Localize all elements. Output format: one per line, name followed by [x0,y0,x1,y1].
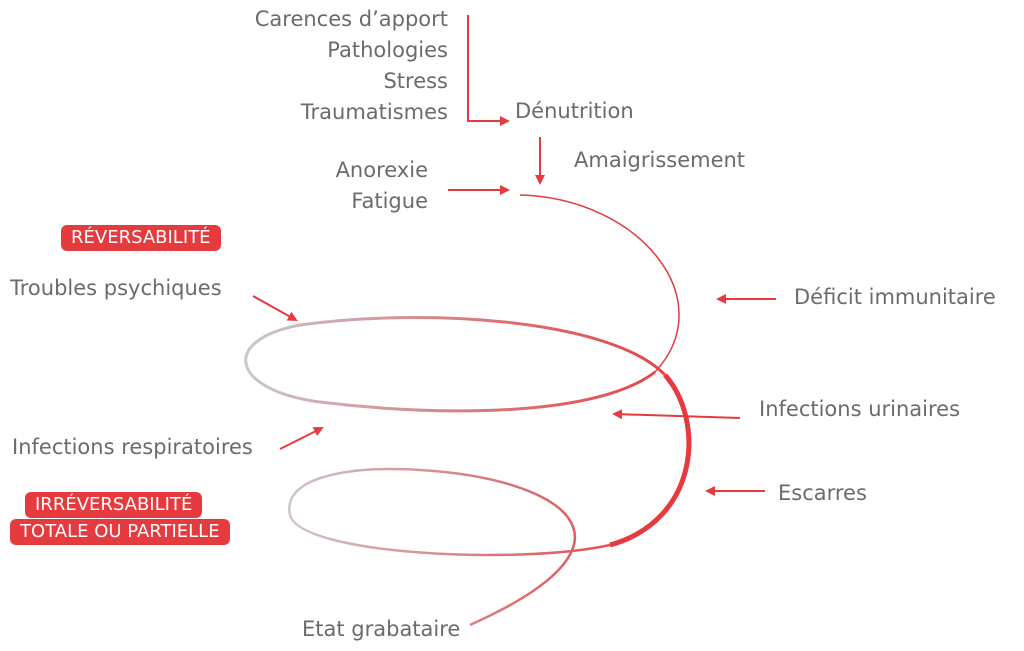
spiral-thick-right [609,373,692,548]
cause-traumatismes: Traumatismes [300,100,448,124]
infections-respiratoires-label: Infections respiratoires [12,435,253,459]
totale-partielle-badge: TOTALE OU PARTIELLE [10,519,230,545]
spiral-loop-2 [288,467,611,627]
respiratoires-arrow [279,427,324,450]
spiral-thin-top [519,194,680,373]
fatigue-label: Fatigue [351,189,428,213]
cause-stress: Stress [383,69,448,93]
etat-grabataire-label: Etat grabataire [302,617,461,641]
troubles-label: Troubles psychiques [10,276,222,300]
infections-urinaires-label: Infections urinaires [759,397,961,421]
troubles-arrow [252,295,298,321]
cause-pathologies: Pathologies [327,38,448,62]
amaigrissement-label: Amaigrissement [574,148,746,172]
denutrition-label: Dénutrition [515,99,634,123]
urinaires-arrow [612,409,741,420]
escarres-label: Escarres [778,481,867,505]
causes-arrow [467,15,510,126]
anorexie-fatigue: Anorexie Fatigue [336,155,428,217]
irreversibilite-badge: IRRÉVERSABILITÉ [25,492,203,518]
spiral-loop-1 [244,316,667,413]
causes-list: Carences d’apport Pathologies Stress Tra… [255,4,448,128]
anorexie-label: Anorexie [335,158,428,182]
reversibilite-badge: RÉVERSABILITÉ [61,225,221,251]
deficit-label: Déficit immunitaire [794,285,996,309]
cause-carences: Carences d’apport [254,7,448,31]
